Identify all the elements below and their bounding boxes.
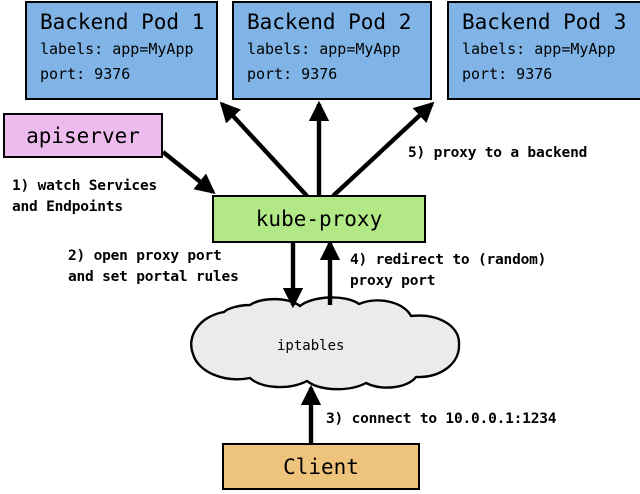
backend-pod-2-title: Backend Pod 2 [247, 10, 412, 34]
step-3-line-1: 3) connect to 10.0.0.1:1234 [326, 411, 557, 427]
step-1-label: 1) watch Services and Endpoints [12, 176, 157, 218]
backend-pod-1-port: port: 9376 [40, 65, 131, 83]
backend-pod-3-labels: labels: app=MyApp [462, 40, 616, 58]
iptables-cloud-shape [190, 296, 461, 391]
step-4-label: 4) redirect to (random) proxy port [350, 250, 546, 292]
backend-pod-3-box: Backend Pod 3 labels: app=MyApp port: 93… [447, 1, 640, 100]
apiserver-label: apiserver [26, 123, 140, 148]
client-label: Client [283, 454, 359, 479]
step-4-line-2: proxy port [350, 273, 436, 289]
step-2-line-1: 2) open proxy port [68, 248, 222, 264]
backend-pod-1-labels: labels: app=MyApp [40, 40, 194, 58]
step-4-line-1: 4) redirect to (random) [350, 252, 547, 268]
step-1-line-1: 1) watch Services [12, 178, 158, 194]
arrow-apiserver-to-kubeproxy [161, 150, 216, 195]
backend-pod-1-title: Backend Pod 1 [40, 10, 205, 34]
step-3-label: 3) connect to 10.0.0.1:1234 [326, 409, 557, 430]
backend-pod-2-port: port: 9376 [247, 65, 338, 83]
step-5-line-1: 5) proxy to a backend [408, 145, 588, 161]
iptables-label: iptables [277, 338, 345, 354]
backend-pod-3-title: Backend Pod 3 [462, 10, 627, 34]
step-1-line-2: and Endpoints [12, 199, 123, 215]
arrow-kubeproxy-to-pod1 [219, 101, 309, 198]
step-2-line-2: and set portal rules [68, 269, 239, 285]
step-2-label: 2) open proxy port and set portal rules [68, 246, 239, 288]
backend-pod-2-labels: labels: app=MyApp [247, 40, 401, 58]
backend-pod-1-box: Backend Pod 1 labels: app=MyApp port: 93… [25, 1, 218, 100]
backend-pod-3-port: port: 9376 [462, 65, 553, 83]
arrow-kubeproxy-to-pod3 [331, 101, 435, 198]
client-box: Client [222, 443, 420, 490]
apiserver-box: apiserver [3, 113, 163, 158]
kube-proxy-label: kube-proxy [255, 207, 383, 231]
step-5-label: 5) proxy to a backend [408, 143, 587, 164]
backend-pod-2-box: Backend Pod 2 labels: app=MyApp port: 93… [232, 1, 432, 100]
kube-proxy-box: kube-proxy [212, 195, 426, 243]
